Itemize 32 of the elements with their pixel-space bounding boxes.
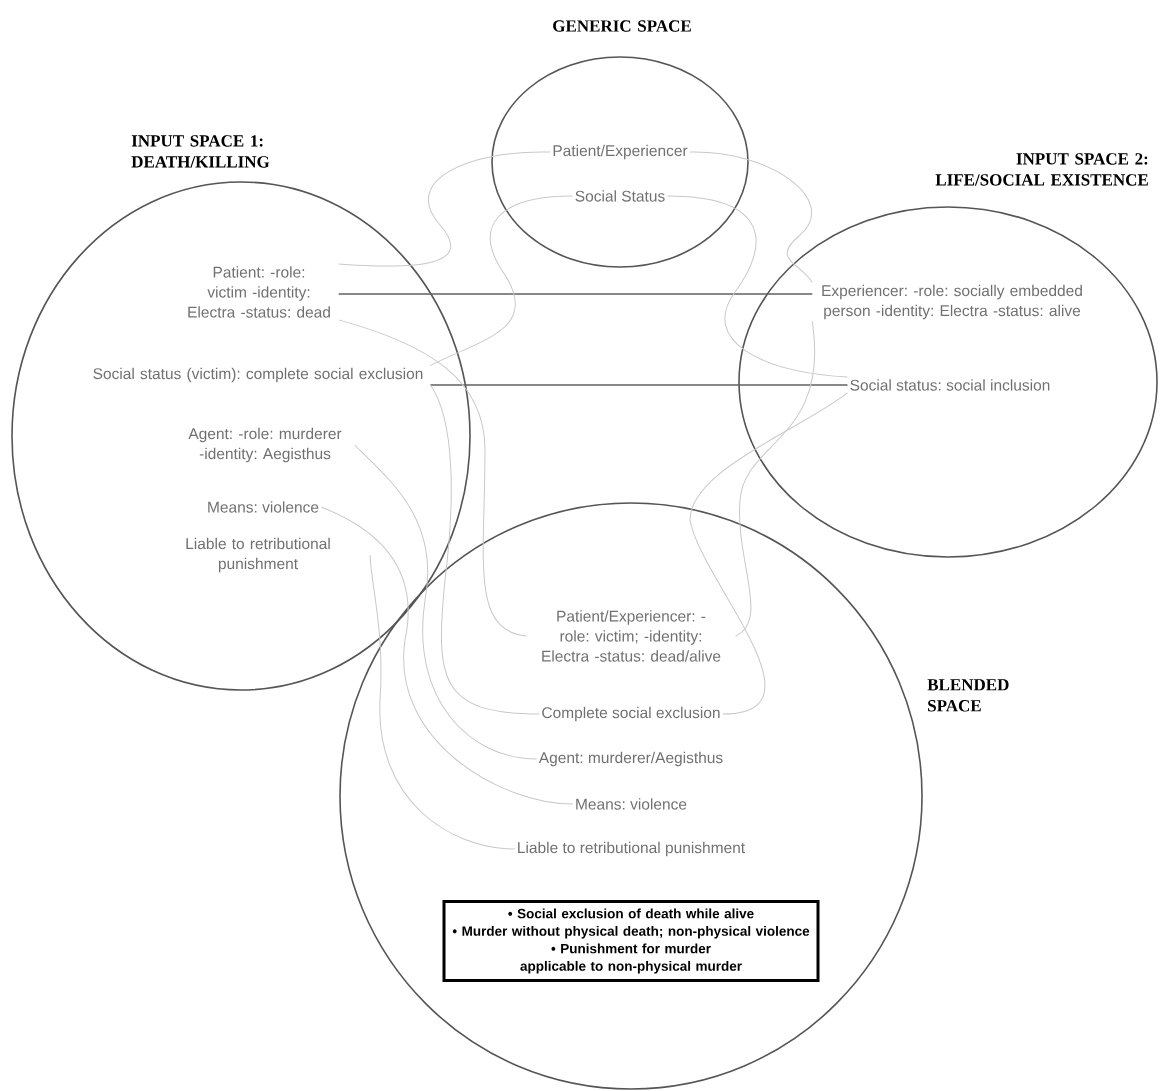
element-label: Liable to retributional punishment	[518, 841, 745, 857]
element-label: Social Status	[575, 190, 665, 202]
element-label: Social status (victim): complete social exclusion	[93, 367, 423, 383]
connector-line	[689, 151, 813, 284]
connector-line	[354, 444, 538, 760]
element-label: Patient/Experiencer	[553, 144, 688, 160]
connector-line	[666, 195, 848, 378]
connector-line	[429, 383, 540, 715]
connector-line	[735, 320, 816, 637]
element-label: Social status: social inclusion	[850, 379, 1050, 391]
connector-line	[429, 195, 574, 367]
element-label: Experiencer: -role: socially embedded person -identity: Electra -status: alive	[822, 284, 1082, 320]
element-label: Means: violence	[208, 501, 319, 513]
space-heading: GENERIC SPACE	[553, 20, 691, 32]
connector-line	[338, 293, 813, 295]
connector-line	[320, 506, 574, 805]
element-label: Patient: -role: victim -identity: Electra -status: dead	[188, 266, 330, 318]
connector-line	[338, 151, 551, 267]
connector-line	[338, 319, 527, 637]
conclusion-box: • Social exclusion of death while alive • Murder without physical death; non-physical violence • Punishment for murder applicable to non-physical murder	[442, 899, 820, 983]
space-heading: INPUT SPACE 1: DEATH/KILLING	[131, 135, 270, 168]
element-label: Patient/Experiencer: -role: victim; -identity: Electra -status: dead/alive	[542, 610, 721, 662]
element-label: Means: violence	[576, 798, 687, 810]
element-label: Agent: -role: murderer -identity: Aegisthus	[188, 427, 342, 463]
space-heading: BLENDED SPACE	[927, 679, 1009, 712]
element-label: Liable to retributional punishment	[186, 537, 330, 573]
space-heading: INPUT SPACE 2: LIFE/SOCIAL EXISTENCE	[935, 153, 1148, 186]
connector-line	[429, 384, 849, 386]
connector-line	[689, 392, 848, 715]
element-label: Complete social exclusion	[542, 706, 720, 722]
connector-line	[369, 554, 516, 850]
element-label: Agent: murderer/Aegisthus	[538, 751, 723, 767]
